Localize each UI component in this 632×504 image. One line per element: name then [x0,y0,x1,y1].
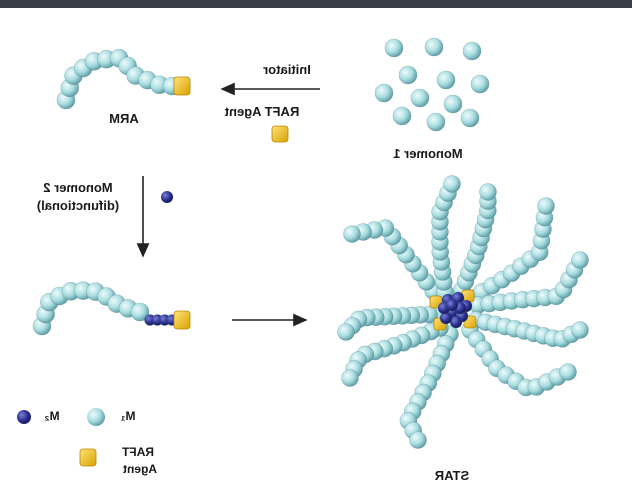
monomer1-bead [392,106,412,126]
star-arm-bead [337,323,355,341]
monomer1-cluster [374,37,490,132]
star-arm-bead [571,321,589,339]
monomer1-bead [426,112,446,132]
arm2-bead [130,302,150,322]
legend-agent-label: Agent [123,462,157,476]
monomer1-bead [436,70,456,90]
star-arm-bead [559,363,577,381]
raft-agent-icon [271,125,289,143]
monomer1-bead [424,37,444,57]
monomer1-bead [462,41,482,61]
star-core-m2-bead [445,298,459,312]
arm2-raft-end [173,310,191,330]
monomer1-bead [460,108,480,128]
raft-agent-label: RAFT Agent [224,104,299,119]
monomer1-bead [374,83,394,103]
legend-m2-label: M₂ [44,409,59,423]
legend-raft-label: RAFT [121,445,154,459]
legend-m1-label: M₁ [120,409,135,423]
legend-m1-bead-icon [87,408,105,426]
star-polymer [337,175,589,449]
arm-with-m2-chain [32,281,191,336]
legend-m2-bead-icon [17,410,31,424]
initiator-label: Initiator [263,62,311,77]
arm-chain [56,48,191,110]
star-arm-bead [479,183,497,201]
top-bar [0,0,632,8]
star-arm-bead [409,431,427,449]
monomer1-bead [398,65,418,85]
monomer1-label: Monomer 1 [393,146,462,161]
star-arm-bead [571,251,589,269]
star-label: STAR [434,468,469,483]
star-arm-bead [443,175,461,193]
legend-raft-icon [79,448,97,467]
star-arm-bead [341,369,359,387]
monomer1-bead [384,38,404,58]
star-arm-bead [537,197,555,215]
arm-label: ARM [109,111,139,126]
difunctional-label: (difunctional) [37,198,119,213]
monomer1-bead [470,74,490,94]
monomer2-label: Monomer 2 [43,180,112,195]
star-arm-bead [343,225,361,243]
monomer1-bead [443,94,463,114]
arm-raft-end [173,76,191,96]
monomer1-bead [410,88,430,108]
monomer2-bead-icon [161,191,173,203]
